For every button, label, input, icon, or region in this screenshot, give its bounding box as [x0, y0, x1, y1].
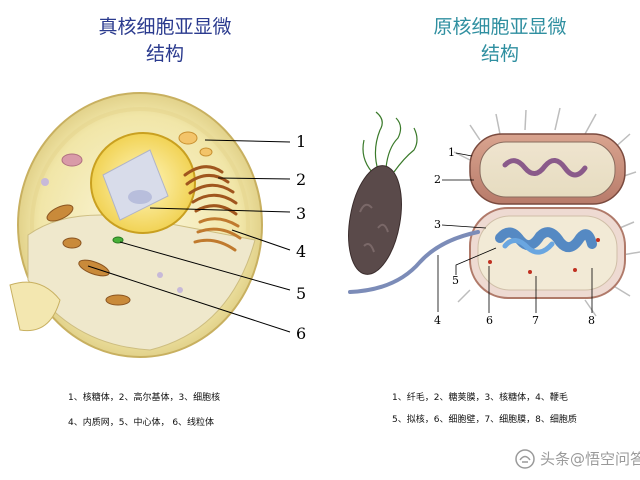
watermark-text: 头条@悟空问答 [540, 450, 640, 468]
prokaryote-leader-lines [437, 152, 593, 313]
prokaryote-cell-upper [453, 107, 637, 205]
prokaryote-label-3: 3 [434, 218, 441, 231]
prokaryote-cell-lower [457, 207, 640, 317]
prokaryote-legend-line1: 1、纤毛，2、糖荚膜，3、核糖体，4、鞭毛 [392, 393, 568, 403]
prokaryote-legend-line2: 5、拟核，6、细胞壁，7、细胞膜，8、细胞质 [392, 415, 577, 425]
eukaryote-label-3: 3 [296, 204, 307, 223]
prokaryote-label-7: 7 [532, 314, 539, 327]
prokaryote-label-4: 4 [434, 314, 441, 327]
eukaryote-title: 真核细胞亚显微 结构 [60, 14, 270, 68]
eukaryote-label-1: 1 [296, 132, 307, 151]
prokaryote-title: 原核细胞亚显微 结构 [395, 14, 605, 68]
eukaryotic-cell-illustration [9, 92, 263, 358]
eukaryote-label-6: 6 [296, 324, 307, 343]
prokaryote-label-5: 5 [452, 274, 459, 287]
eukaryote-label-4: 4 [296, 242, 307, 261]
prokaryote-label-8: 8 [588, 314, 595, 327]
flagellum [348, 230, 480, 294]
prokaryote-label-1: 1 [448, 146, 455, 159]
watermark-logo-icon [515, 449, 535, 469]
prokaryote-title-line1: 原核细胞亚显微 [433, 16, 567, 38]
eukaryote-label-2: 2 [296, 170, 307, 189]
eukaryote-title-line2: 结构 [145, 43, 184, 65]
prokaryote-title-line2: 结构 [480, 43, 519, 65]
eukaryote-legend-line2: 4、内质网，5、中心体， 6、线粒体 [68, 418, 215, 428]
eukaryote-leader-lines [87, 139, 291, 333]
prokaryote-label-6: 6 [486, 314, 493, 327]
eukaryote-legend-line1: 1、核糖体，2、高尔基体，3、细胞核 [68, 393, 221, 403]
eukaryote-label-5: 5 [296, 284, 307, 303]
prokaryote-label-2: 2 [434, 173, 441, 186]
bacterium-illustration [348, 111, 418, 275]
eukaryote-title-line1: 真核细胞亚显微 [98, 16, 232, 38]
